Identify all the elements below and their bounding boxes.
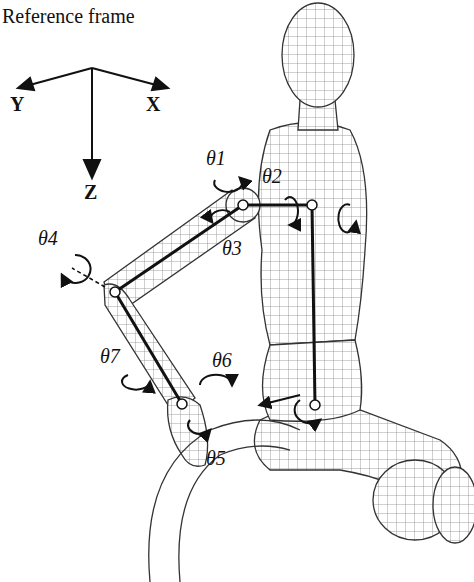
joint-angle: θ6 bbox=[212, 350, 232, 370]
joint-angle: θ1 bbox=[206, 148, 226, 168]
joint-angle: θ7 bbox=[100, 346, 120, 366]
axis-label: Y bbox=[10, 94, 24, 114]
joint-angle: θ5 bbox=[206, 448, 226, 468]
joint-angle: θ2 bbox=[262, 166, 282, 186]
frame-title: Reference frame bbox=[2, 6, 135, 26]
axis-label: X bbox=[146, 94, 160, 114]
axis-label: Z bbox=[84, 182, 97, 202]
joint-angle: θ4 bbox=[38, 228, 58, 248]
joint-angle: θ3 bbox=[222, 238, 242, 258]
